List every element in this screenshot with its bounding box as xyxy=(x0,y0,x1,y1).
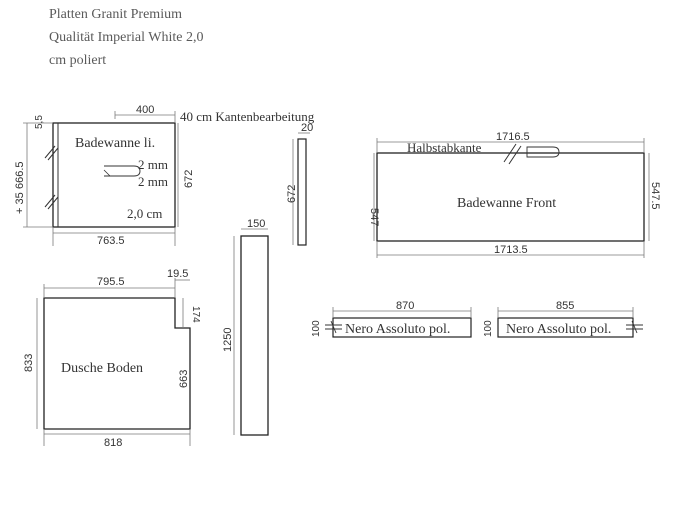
dim-label-400: 400 xyxy=(136,104,154,116)
slash-mark-2 xyxy=(47,147,59,161)
part-dusche-boden: 795.5 19.5 174 833 663 818 Dusche Boden xyxy=(23,268,201,449)
dim-label-174: 174 xyxy=(190,306,201,323)
part-nero-assoluto-2: 855 100 Nero Assoluto pol. xyxy=(483,300,643,338)
dim-label-19-5: 19.5 xyxy=(167,268,188,280)
dim-label-5-5: 5,5 xyxy=(34,115,45,129)
badewanne-li-outline xyxy=(52,122,176,228)
edge-profile-symbol xyxy=(104,165,141,177)
dim-label-1250: 1250 xyxy=(222,328,234,352)
dim-label-20: 20 xyxy=(301,122,313,134)
label-dusche-boden: Dusche Boden xyxy=(61,361,143,376)
edge-note-kantenbearbeitung: 40 cm Kantenbearbeitung xyxy=(180,109,315,124)
dim-label-666-5: 666.5 xyxy=(14,161,26,189)
label-badewanne-li: Badewanne li. xyxy=(75,136,155,151)
nero-2-edge-mark-3 xyxy=(631,320,638,334)
nero-1-outline xyxy=(332,317,472,338)
header-line-3: cm poliert xyxy=(49,53,107,68)
dim-label-663: 663 xyxy=(178,370,190,388)
dim-label-855: 855 xyxy=(556,300,574,312)
edge-label-halbstabkante: Halbstabkante xyxy=(407,140,482,155)
part-nero-assoluto-1: 870 100 Nero Assoluto pol. xyxy=(311,300,472,338)
halbstab-slash-1 xyxy=(503,143,517,163)
header-line-2: Qualität Imperial White 2,0 xyxy=(49,30,204,45)
edge-profile-slash xyxy=(103,169,111,177)
dim-label-547-5: 547.5 xyxy=(649,182,661,210)
dim-label-547: 547 xyxy=(368,208,380,226)
panel-150-outline xyxy=(240,235,269,436)
dim-label-1713-5: 1713.5 xyxy=(494,244,528,256)
dim-label-150: 150 xyxy=(247,218,265,230)
label-nero-1: Nero Assoluto pol. xyxy=(345,322,450,337)
part-panel-150: 150 1250 xyxy=(222,218,269,436)
dim-label-763-5: 763.5 xyxy=(97,235,125,247)
dim-label-100-a: 100 xyxy=(311,320,322,337)
strip-20-outline xyxy=(297,138,307,246)
halbstab-profile-symbol xyxy=(526,146,560,158)
dim-label-833: 833 xyxy=(23,354,35,372)
header-line-1: Platten Granit Premium xyxy=(49,7,182,22)
slash-mark-4 xyxy=(47,196,59,210)
note-thickness: 2,0 cm xyxy=(127,206,162,221)
dim-label-870: 870 xyxy=(396,300,414,312)
halbstab-slash-2 xyxy=(508,145,522,165)
dim-label-818: 818 xyxy=(104,437,122,449)
part-badewanne-li: 400 40 cm Kantenbearbeitung 5,5 666.5 + … xyxy=(14,104,315,247)
dim-label-795-5: 795.5 xyxy=(97,276,125,288)
dim-label-1716-5: 1716.5 xyxy=(496,131,530,143)
label-badewanne-front: Badewanne Front xyxy=(457,196,556,211)
dim-label-672-strip: 672 xyxy=(286,185,298,203)
nero-1-edge-mark-3 xyxy=(330,320,337,334)
slash-mark-1 xyxy=(44,145,56,159)
note-2mm-a: 2 mm xyxy=(138,157,168,172)
label-nero-2: Nero Assoluto pol. xyxy=(506,322,611,337)
part-strip-20: 20 672 xyxy=(286,122,313,246)
dim-label-100-b: 100 xyxy=(483,320,494,337)
dim-label-672-right: 672 xyxy=(183,170,195,188)
nero-2-outline xyxy=(497,317,634,338)
slash-mark-3 xyxy=(44,194,56,208)
part-badewanne-front: 1716.5 Halbstabkante 547 547.5 1713.5 Ba… xyxy=(368,131,661,258)
note-2mm-b: 2 mm xyxy=(138,174,168,189)
dim-label-plus-35: + 35 xyxy=(14,192,26,214)
